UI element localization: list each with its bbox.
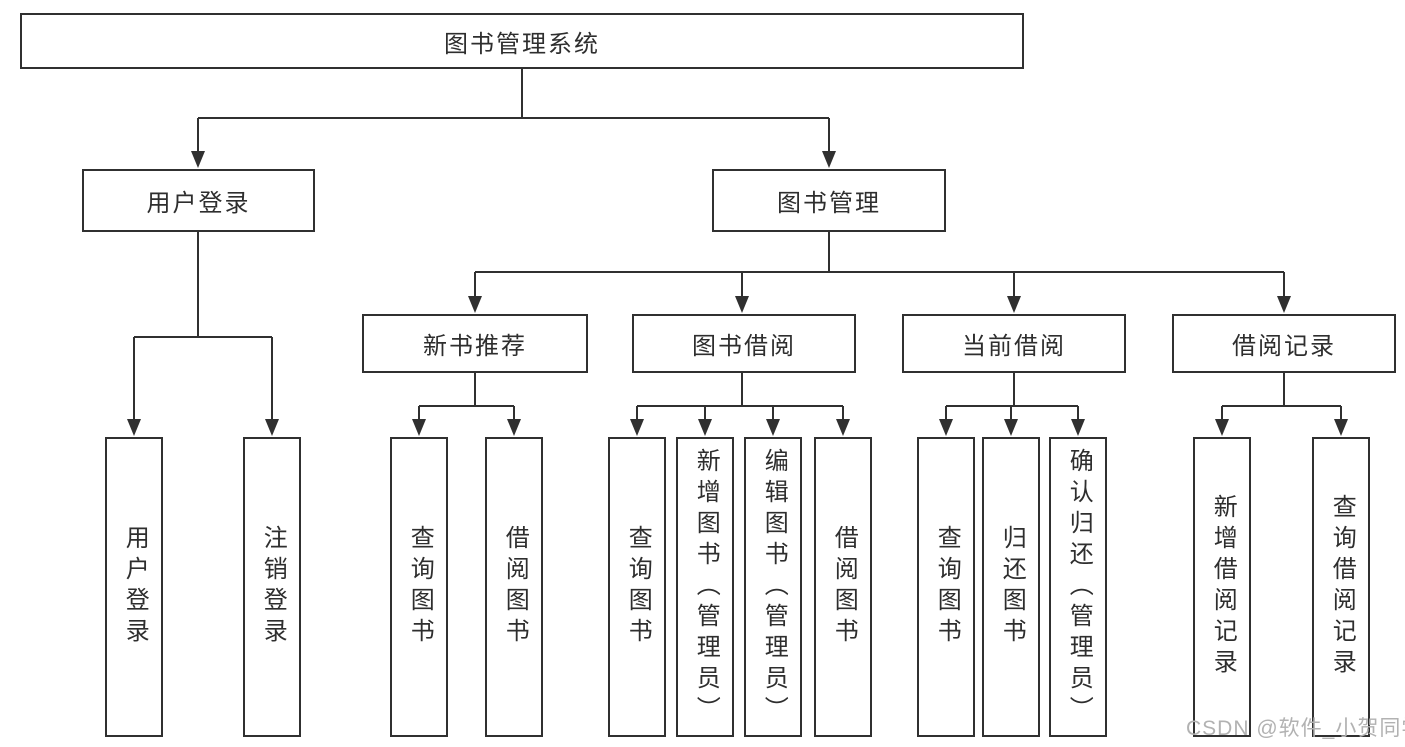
leaf-label: 新增借阅记录 <box>1209 494 1237 680</box>
arrowhead <box>698 419 712 436</box>
arrowhead <box>468 296 482 313</box>
leaf-label: 借阅图书 <box>501 525 529 649</box>
node-library-system: 图书管理系统 <box>20 13 1024 69</box>
leaf-label: 查询图书 <box>624 525 652 649</box>
leaf-label: 编辑图书（管理员） <box>760 447 788 727</box>
node-user-login: 用户登录 <box>82 169 315 232</box>
leaf-label: 查询图书 <box>933 525 961 649</box>
node-current-borrow: 当前借阅 <box>902 314 1126 373</box>
connector-book-management-to-level3 <box>474 232 1285 297</box>
arrowhead <box>1277 296 1291 313</box>
leaf-label: 查询图书 <box>406 525 434 649</box>
arrowhead <box>191 151 205 168</box>
arrowhead <box>265 419 279 436</box>
arrowhead <box>630 419 644 436</box>
arrowhead <box>822 151 836 168</box>
arrowhead <box>1007 296 1021 313</box>
arrowhead <box>507 419 521 436</box>
leaf-label: 查询借阅记录 <box>1328 494 1356 680</box>
connector-book-borrow-to-leaves <box>636 373 844 420</box>
leaf-logout: 注销登录 <box>243 437 301 737</box>
leaf-borrow-books-1: 借阅图书 <box>485 437 543 737</box>
connector-current-borrow-to-leaves <box>945 373 1079 420</box>
leaf-query-books-3: 查询图书 <box>917 437 975 737</box>
arrowhead <box>836 419 850 436</box>
arrowhead <box>127 419 141 436</box>
leaf-label: 新增图书（管理员） <box>692 447 720 727</box>
arrowhead <box>939 419 953 436</box>
leaf-query-borrow-record: 查询借阅记录 <box>1312 437 1370 737</box>
leaf-user-login: 用户登录 <box>105 437 163 737</box>
arrowhead <box>1004 419 1018 436</box>
connector-user-login-to-leaves <box>133 232 273 420</box>
node-book-borrow: 图书借阅 <box>632 314 856 373</box>
arrowhead <box>412 419 426 436</box>
connector-root-to-level2 <box>197 69 830 152</box>
arrowhead <box>766 419 780 436</box>
leaf-add-borrow-record: 新增借阅记录 <box>1193 437 1251 737</box>
leaf-label: 归还图书 <box>998 525 1026 649</box>
node-new-book-recommend: 新书推荐 <box>362 314 588 373</box>
leaf-label: 注销登录 <box>259 525 287 649</box>
arrowhead <box>735 296 749 313</box>
leaf-label: 确认归还（管理员） <box>1065 447 1093 727</box>
connector-new-book-recommend-to-leaves <box>418 373 515 420</box>
arrowhead <box>1215 419 1229 436</box>
leaf-query-books-1: 查询图书 <box>390 437 448 737</box>
node-borrow-records: 借阅记录 <box>1172 314 1396 373</box>
leaf-add-book-admin: 新增图书（管理员） <box>676 437 734 737</box>
leaf-label: 用户登录 <box>121 525 149 649</box>
arrowhead <box>1334 419 1348 436</box>
arrowhead <box>1071 419 1085 436</box>
leaf-label: 借阅图书 <box>830 525 858 649</box>
leaf-query-books-2: 查询图书 <box>608 437 666 737</box>
connector-borrow-records-to-leaves <box>1221 373 1342 420</box>
csdn-watermark: CSDN @软件_小贺同学 <box>1186 717 1405 740</box>
node-book-management: 图书管理 <box>712 169 946 232</box>
leaf-confirm-return-admin: 确认归还（管理员） <box>1049 437 1107 737</box>
leaf-return-book: 归还图书 <box>982 437 1040 737</box>
leaf-borrow-books-2: 借阅图书 <box>814 437 872 737</box>
leaf-edit-book-admin: 编辑图书（管理员） <box>744 437 802 737</box>
